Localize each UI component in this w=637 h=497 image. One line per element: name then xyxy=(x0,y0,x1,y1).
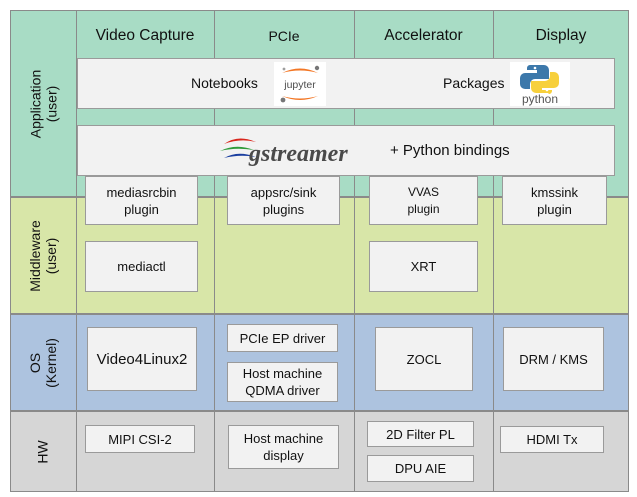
row-label-middleware-wrap: Middleware (user) xyxy=(10,197,76,314)
row-label-middleware: Middleware (user) xyxy=(27,219,59,292)
column-divider-3 xyxy=(354,10,355,492)
row-label-os-wrap: OS (Kernel) xyxy=(10,314,76,411)
gstreamer-logo-text: gstreamer xyxy=(248,141,348,167)
mediactl-box: mediactl xyxy=(85,241,198,292)
row-label-application-wrap: Application (user) xyxy=(10,10,76,197)
packages-label: Packages xyxy=(443,75,505,91)
mipi-csi2-box: MIPI CSI-2 xyxy=(85,425,195,453)
host-machine-display-box: Host machine display xyxy=(228,425,339,469)
mediasrcbin-plugin-box: mediasrcbin plugin xyxy=(85,176,198,225)
drm-kms-box: DRM / KMS xyxy=(503,327,604,391)
row-label-hw-wrap: HW xyxy=(10,411,76,492)
kmssink-plugin-box: kmssink plugin xyxy=(502,176,607,225)
column-divider-2 xyxy=(214,10,215,492)
xrt-box: XRT xyxy=(369,241,478,292)
column-divider-4 xyxy=(493,10,494,492)
appsrc-sink-plugins-box: appsrc/sink plugins xyxy=(227,176,340,225)
column-heading-pcie: PCIe xyxy=(268,28,300,44)
vvas-plugin-box: VVAS plugin xyxy=(369,176,478,225)
column-divider-1 xyxy=(76,10,77,492)
python-bindings-label: + Python bindings xyxy=(390,142,510,159)
column-heading-accelerator: Accelerator xyxy=(384,27,463,44)
gstreamer-logo-icon: gstreamer xyxy=(220,138,348,167)
pcie-ep-driver-box: PCIe EP driver xyxy=(227,324,338,352)
jupyter-logo-text: jupyter xyxy=(283,79,316,91)
notebooks-label: Notebooks xyxy=(191,75,258,91)
column-heading-display: Display xyxy=(535,27,587,44)
jupyter-logo-icon: jupyter xyxy=(280,65,320,103)
video4linux2-box: Video4Linux2 xyxy=(87,327,197,391)
jupyter-logo: jupyter xyxy=(274,62,326,106)
hdmi-tx-box: HDMI Tx xyxy=(500,426,604,453)
column-heading-video-capture: Video Capture xyxy=(95,27,195,44)
zocl-box: ZOCL xyxy=(375,327,473,391)
row-label-os: OS (Kernel) xyxy=(26,337,59,388)
dpu-aie-box: DPU AIE xyxy=(367,455,474,482)
2d-filter-pl-box: 2D Filter PL xyxy=(367,421,474,447)
python-logo-icon: python xyxy=(520,65,559,106)
python-logo-text: python xyxy=(522,92,558,106)
python-logo: python xyxy=(510,62,570,106)
gstreamer-box: gstreamer + Python bindings xyxy=(77,125,615,176)
row-label-application: Application (user) xyxy=(27,69,59,138)
row-label-hw: HW xyxy=(34,439,51,464)
notebooks-packages-box: Notebooks jupyter Packages python xyxy=(77,58,615,109)
qdma-driver-box: Host machine QDMA driver xyxy=(227,362,338,402)
